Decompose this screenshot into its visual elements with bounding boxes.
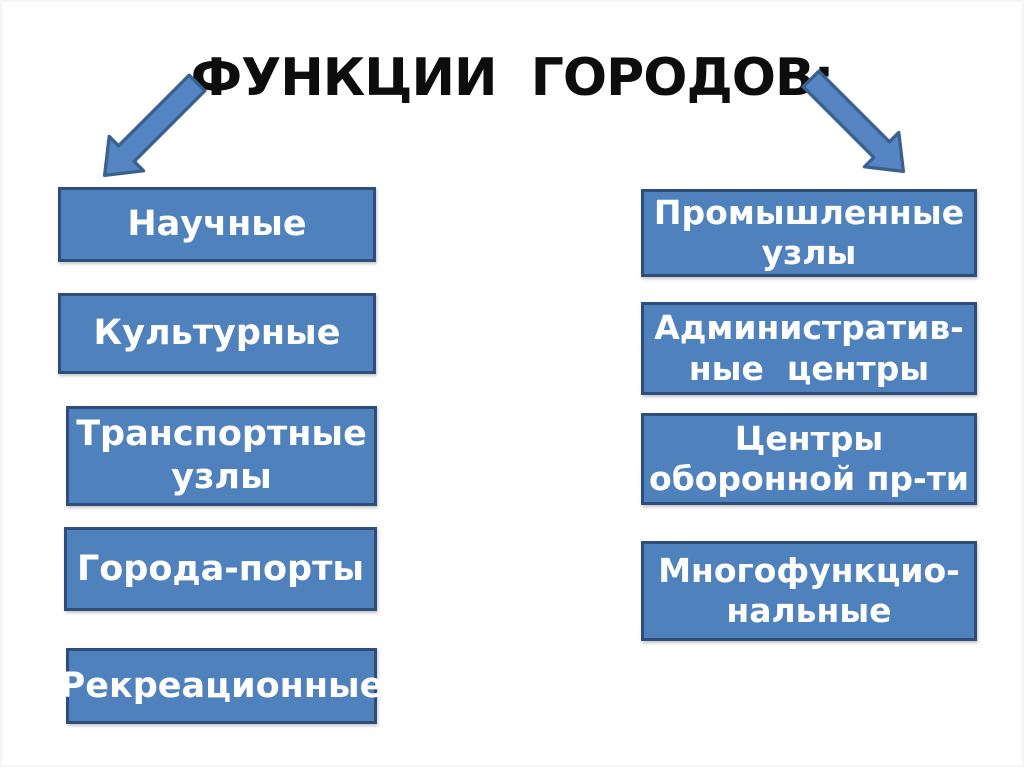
box-cultural: Культурные: [58, 293, 376, 374]
box-industrial-hubs: Промышленные узлы: [641, 189, 977, 277]
box-scientific: Научные: [58, 187, 376, 262]
arrow-down-right-icon: [800, 68, 910, 178]
box-defense-industry-centers: Центры оборонной пр-ти: [641, 413, 977, 505]
slide-title: ФУНКЦИИ ГОРОДОВ:: [190, 48, 835, 108]
box-recreational: Рекреационные: [60, 648, 383, 724]
box-multifunctional: Многофункцио- нальные: [641, 541, 977, 641]
arrow-down-left-icon: [98, 72, 208, 182]
box-administrative-centers: Административ- ные центры: [641, 302, 977, 395]
box-port-cities: Города-порты: [64, 527, 377, 611]
box-transport-hubs: Транспортные узлы: [66, 406, 377, 506]
